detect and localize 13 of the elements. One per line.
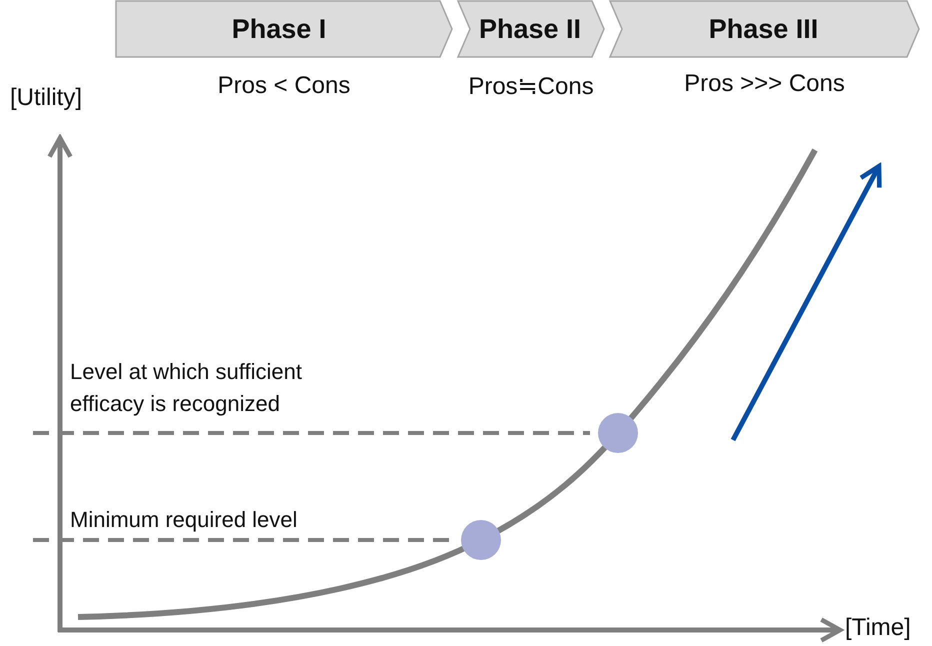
phase-banner <box>457 0 605 58</box>
axis-label: [Time] <box>845 614 912 642</box>
phase-note: Pros≒Cons <box>467 72 595 101</box>
level-label: Minimum required level <box>70 506 298 534</box>
level-label: Level at which sufficient efficacy is recognized <box>70 358 303 418</box>
phase-note: Pros < Cons <box>216 72 352 100</box>
phase-title: Phase I <box>230 13 328 46</box>
axis-label: [Utility] <box>10 84 83 112</box>
phase-title: Phase II <box>478 13 582 46</box>
phase-note: Pros >>> Cons <box>683 70 846 98</box>
phase-title: Phase III <box>708 13 820 46</box>
phase-banner <box>609 0 920 58</box>
phase-banner <box>115 0 453 58</box>
